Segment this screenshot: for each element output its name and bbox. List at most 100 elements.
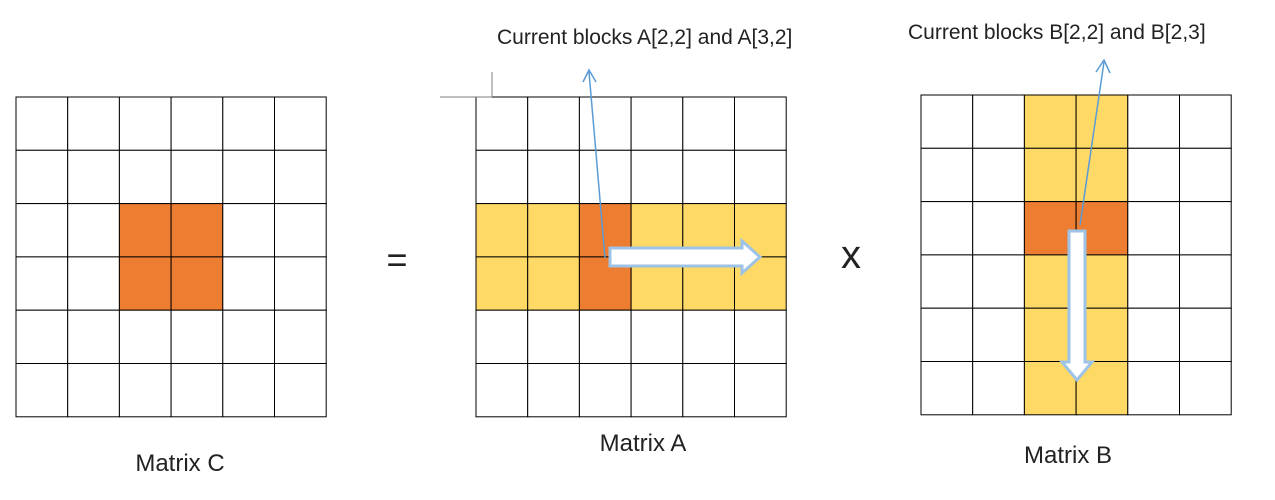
block-cell — [972, 361, 1025, 416]
block-cell — [920, 201, 974, 256]
block-cell — [274, 363, 327, 418]
column-sweep-arrow — [1058, 229, 1096, 383]
active-strip-cell — [1023, 307, 1077, 363]
equals-operator: = — [386, 239, 407, 280]
times-operator: x — [841, 233, 861, 277]
row-sweep-arrow — [608, 237, 763, 277]
block-cell — [920, 307, 974, 363]
block-cell — [682, 149, 735, 205]
matrix-a-label: Matrix A — [600, 430, 687, 457]
block-cell — [920, 94, 974, 149]
block-cell — [972, 147, 1025, 203]
block-cell — [67, 256, 120, 311]
callout-b-pointer — [1079, 58, 1111, 226]
block-cell — [734, 96, 787, 151]
matrix-a-grid — [475, 96, 787, 418]
matrix-b-grid — [920, 94, 1232, 416]
block-cell — [67, 149, 120, 205]
matrix-b-label: Matrix B — [1024, 442, 1112, 469]
block-cell — [578, 309, 632, 365]
block-cell — [1127, 201, 1181, 256]
block-cell — [475, 149, 529, 205]
matrix-c-label: Matrix C — [135, 450, 224, 477]
block-cell — [1179, 201, 1232, 256]
block-cell — [67, 363, 120, 418]
block-cell — [15, 309, 69, 365]
block-cell — [1127, 361, 1181, 416]
block-cell — [1179, 254, 1232, 309]
block-cell — [734, 309, 787, 365]
block-cell — [15, 96, 69, 151]
block-cell — [1127, 94, 1181, 149]
block-cell — [1179, 361, 1232, 416]
block-cell — [1179, 307, 1232, 363]
block-cell — [920, 361, 974, 416]
block-cell — [734, 363, 787, 418]
block-cell — [682, 96, 735, 151]
block-cell — [920, 147, 974, 203]
block-cell — [222, 309, 276, 365]
block-cell — [67, 96, 120, 151]
block-cell — [222, 256, 276, 311]
block-cell — [118, 149, 172, 205]
current-block-cell — [118, 256, 172, 311]
block-cell — [15, 256, 69, 311]
block-cell — [972, 94, 1025, 149]
block-cell — [630, 96, 684, 151]
block-cell — [118, 96, 172, 151]
current-block-cell — [170, 203, 224, 258]
block-cell — [734, 149, 787, 205]
block-cell — [118, 363, 172, 418]
block-cell — [1179, 94, 1232, 149]
block-cell — [1127, 147, 1181, 203]
block-cell — [578, 363, 632, 418]
block-cell — [222, 96, 276, 151]
block-cell — [274, 256, 327, 311]
block-cell — [274, 96, 327, 151]
active-strip-cell — [475, 256, 529, 311]
block-cell — [222, 203, 276, 258]
active-strip-cell — [1023, 147, 1077, 203]
block-cell — [1127, 254, 1181, 309]
active-strip-cell — [1075, 94, 1129, 149]
block-cell — [527, 96, 580, 151]
block-cell — [1127, 307, 1181, 363]
callout-a-text: Current blocks A[2,2] and A[3,2] — [497, 26, 792, 49]
block-cell — [527, 309, 580, 365]
block-cell — [170, 363, 224, 418]
block-cell — [475, 309, 529, 365]
matrix-c-grid — [15, 96, 327, 418]
block-cell — [274, 309, 327, 365]
current-block-cell — [118, 203, 172, 258]
active-strip-cell — [527, 256, 580, 311]
block-cell — [682, 309, 735, 365]
block-cell — [15, 363, 69, 418]
block-cell — [630, 309, 684, 365]
block-cell — [67, 309, 120, 365]
callout-a-pointer — [582, 68, 606, 259]
active-strip-cell — [475, 203, 529, 258]
block-cell — [920, 254, 974, 309]
block-cell — [630, 149, 684, 205]
block-cell — [578, 96, 632, 151]
block-cell — [578, 149, 632, 205]
callout-b-text: Current blocks B[2,2] and B[2,3] — [908, 21, 1206, 44]
current-block-cell — [170, 256, 224, 311]
active-strip-cell — [1023, 94, 1077, 149]
block-cell — [170, 309, 224, 365]
block-cell — [170, 149, 224, 205]
current-block-cell — [578, 203, 632, 258]
block-cell — [972, 254, 1025, 309]
block-cell — [15, 149, 69, 205]
block-cell — [118, 309, 172, 365]
block-cell — [475, 96, 529, 151]
block-cell — [527, 363, 580, 418]
block-cell — [527, 149, 580, 205]
block-cell — [1179, 147, 1232, 203]
active-strip-cell — [527, 203, 580, 258]
current-block-cell — [1023, 201, 1077, 256]
block-cell — [15, 203, 69, 258]
block-cell — [682, 363, 735, 418]
